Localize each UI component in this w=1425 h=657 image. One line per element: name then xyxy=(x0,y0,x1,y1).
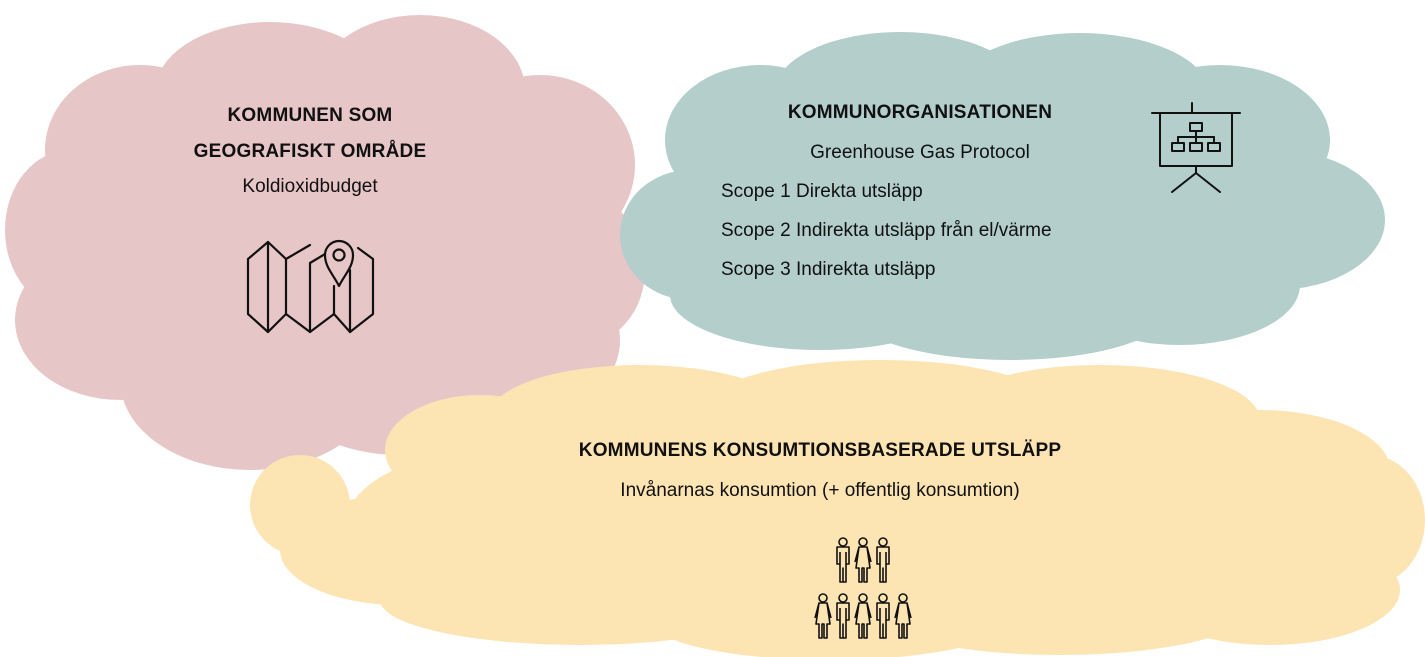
organisation-title: KOMMUNORGANISATIONEN xyxy=(787,102,1053,123)
consumption-subtitle: Invånarnas konsumtion (+ offentlig konsu… xyxy=(620,480,1020,501)
person-female-icon xyxy=(854,593,872,639)
person-male-icon xyxy=(836,593,850,639)
person-female-icon xyxy=(814,593,832,639)
scope-3-label: Scope 3 Indirekta utsläpp xyxy=(721,259,936,280)
scope-2-label: Scope 2 Indirekta utsläpp från el/värme xyxy=(721,220,1052,241)
person-male-icon xyxy=(836,537,850,583)
person-male-icon xyxy=(876,593,890,639)
consumption-title: KOMMUNENS KONSUMTIONSBASERADE UTSLÄPP xyxy=(578,440,1062,461)
person-female-icon xyxy=(854,537,872,583)
organisation-cloud xyxy=(620,32,1385,360)
geographic-title: KOMMUNEN SOM GEOGRAFISKT OMRÅDE xyxy=(120,98,500,170)
consumption-cloud xyxy=(250,360,1425,657)
geographic-title-line1: KOMMUNEN SOM xyxy=(227,105,393,126)
geographic-title-line2: GEOGRAFISKT OMRÅDE xyxy=(193,141,427,162)
scope-1-label: Scope 1 Direkta utsläpp xyxy=(721,181,923,202)
geographic-subtitle: Koldioxidbudget xyxy=(242,176,378,197)
map-pin-icon xyxy=(246,239,375,334)
person-female-icon xyxy=(894,593,912,639)
organisation-subtitle: Greenhouse Gas Protocol xyxy=(810,142,1030,163)
geographic-cloud xyxy=(5,15,645,470)
presentation-org-chart-icon xyxy=(1151,102,1241,193)
people-group-icon xyxy=(814,537,912,639)
person-male-icon xyxy=(876,537,890,583)
